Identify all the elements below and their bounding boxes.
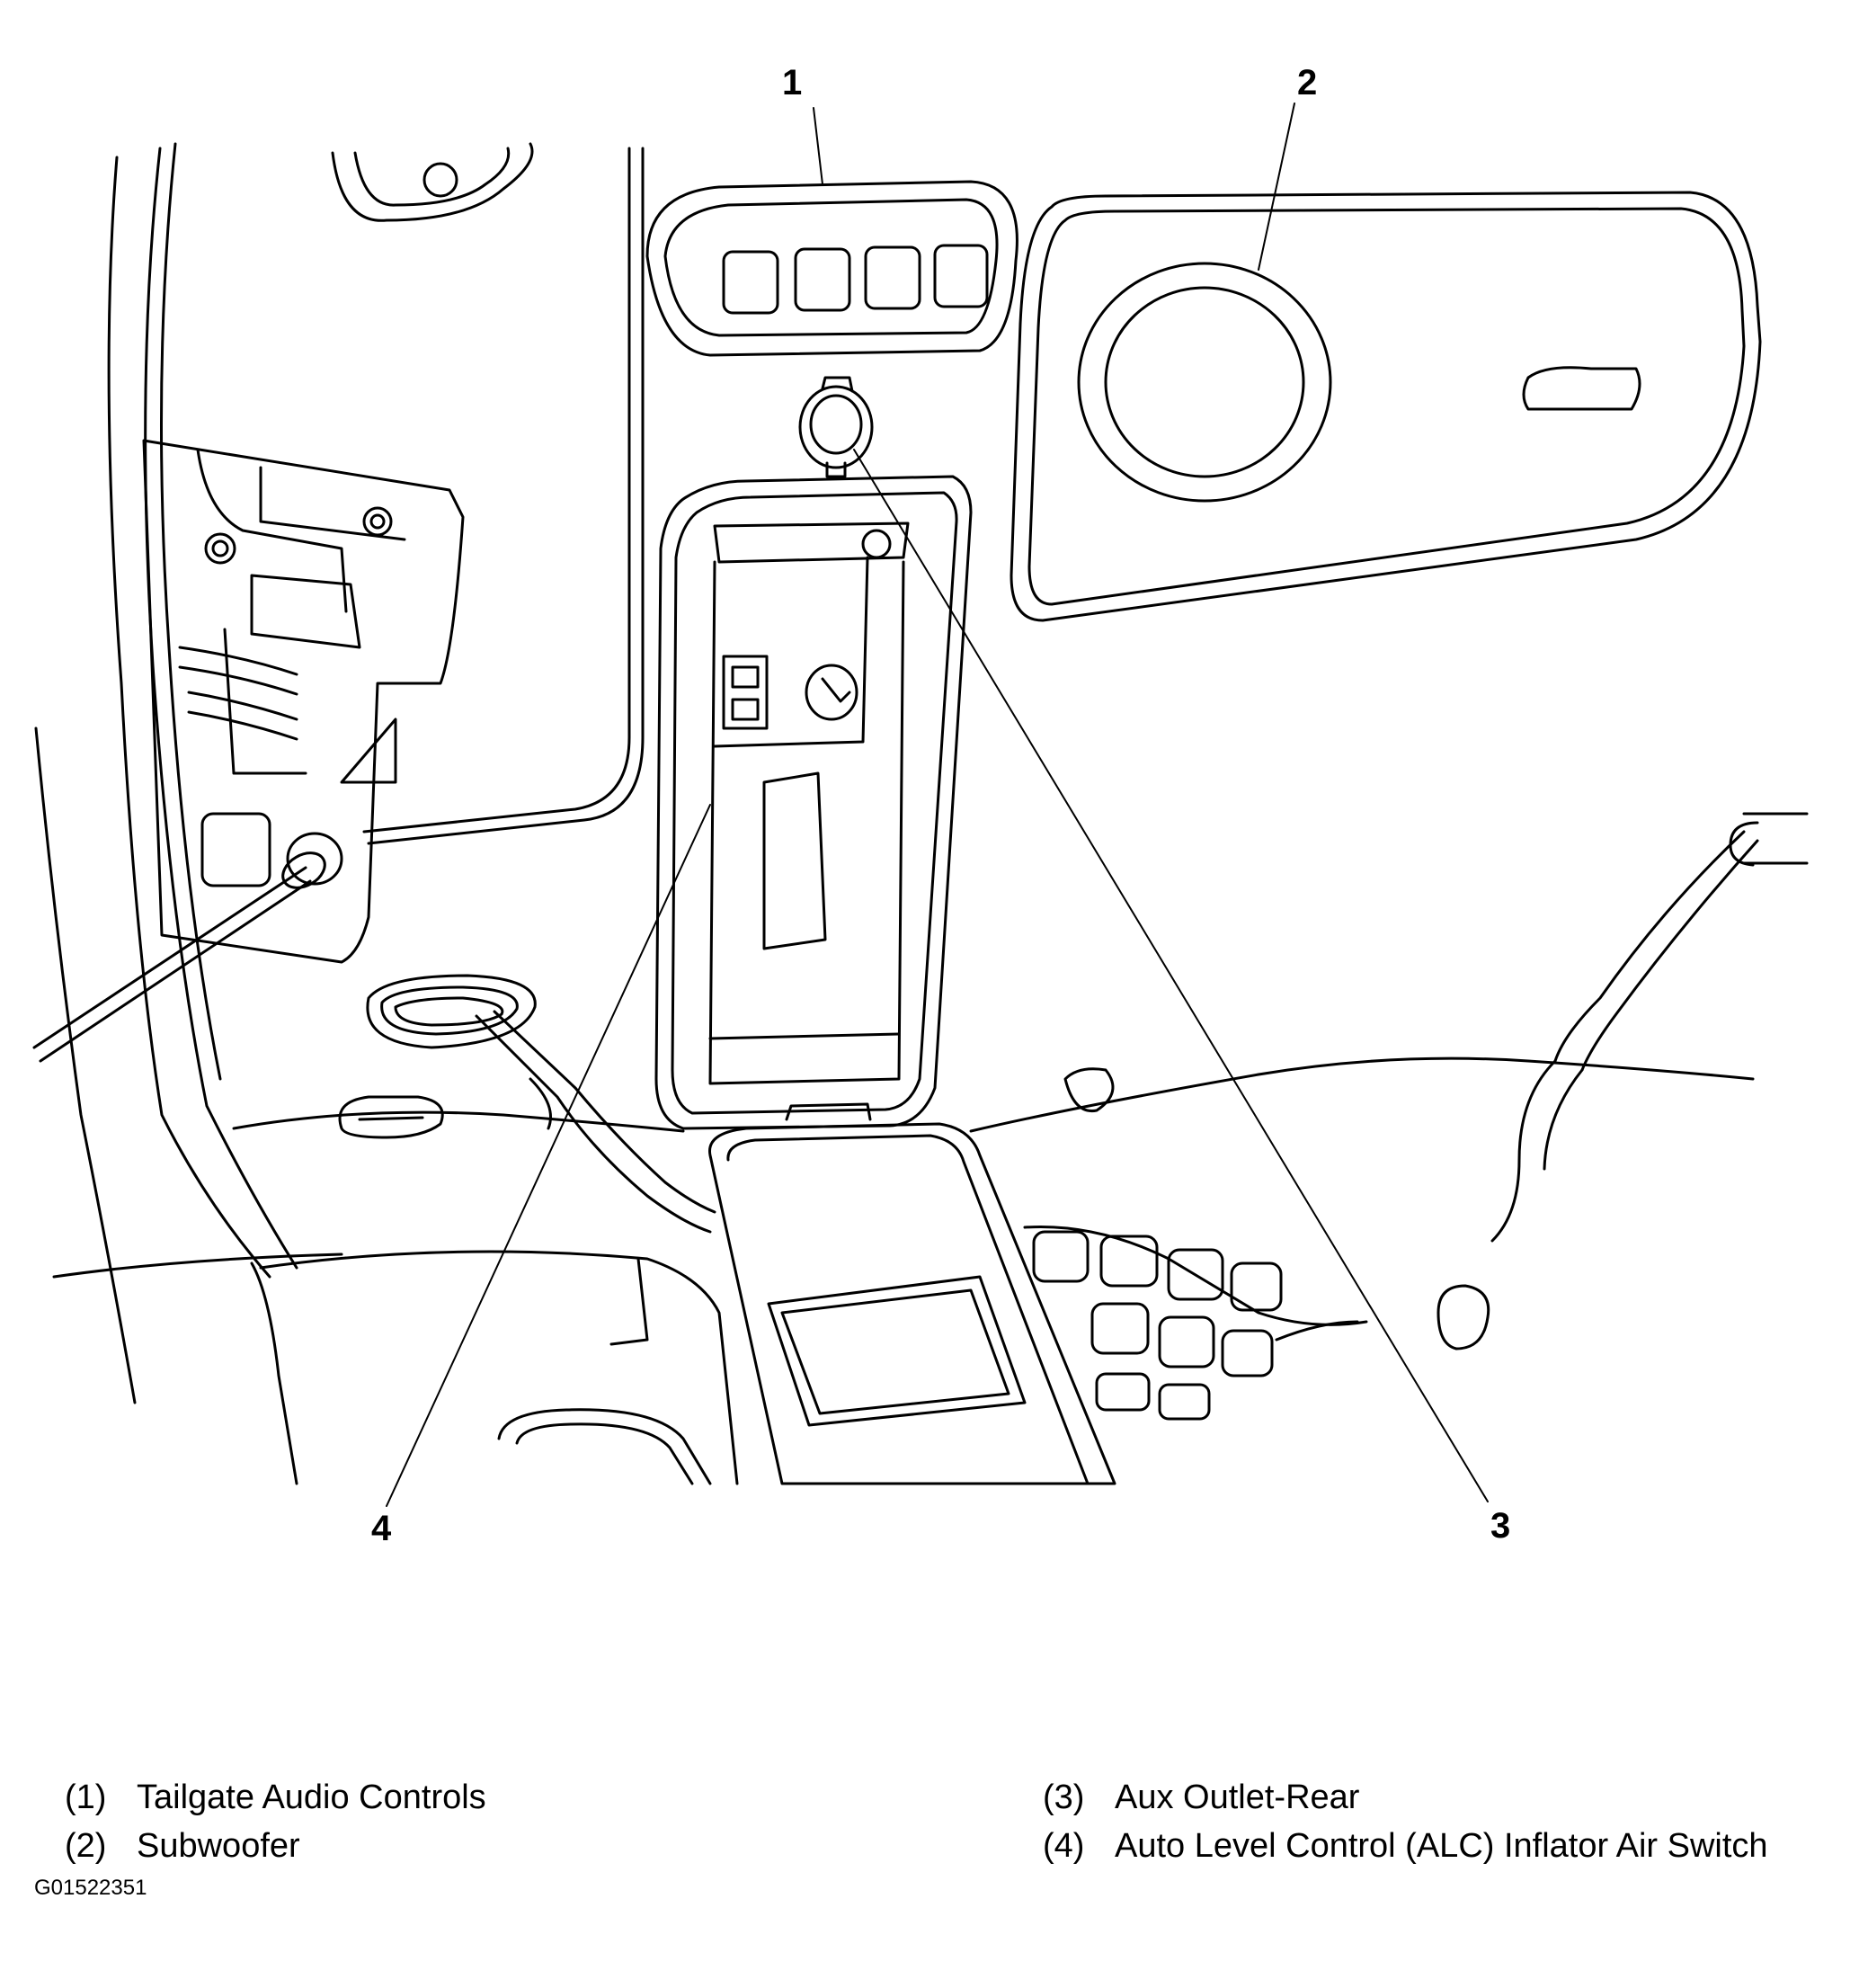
jack-handle: [32, 851, 326, 1063]
legend-item-4: (4) Auto Level Control (ALC) Inflator Air…: [1043, 1827, 1768, 1866]
cargo-floor: [52, 1056, 1755, 1485]
compartment-lid: [708, 1102, 1116, 1485]
aux-outlet: [798, 376, 874, 478]
cargo-area-line-drawing: [32, 103, 1809, 1507]
callout-3: 3: [1490, 1506, 1511, 1546]
callout-2: 2: [1297, 63, 1318, 103]
callout-4: 4: [371, 1509, 392, 1548]
cargo-net: [1023, 812, 1809, 1421]
legend-text: Subwoofer: [137, 1827, 300, 1865]
jack-bracket: [142, 439, 465, 964]
callout-1: 1: [782, 63, 803, 103]
leader-lines: [386, 103, 1489, 1507]
legend-text: Auto Level Control (ALC) Inflator Air Sw…: [1115, 1827, 1768, 1865]
alc-hose: [366, 974, 716, 1234]
figure-id: G01522351: [34, 1876, 147, 1900]
leader-2: [1258, 103, 1295, 271]
legend-text: Aux Outlet-Rear: [1115, 1779, 1360, 1816]
legend-item-3: (3) Aux Outlet-Rear: [1043, 1779, 1359, 1817]
legend-item-1: (1) Tailgate Audio Controls: [65, 1779, 486, 1817]
leader-3: [853, 449, 1489, 1502]
leader-4: [386, 804, 711, 1507]
leader-1: [813, 107, 823, 185]
legend-number: (4): [1043, 1827, 1085, 1865]
left-pillar: [34, 142, 298, 1404]
quarter-trim-panel: [331, 142, 645, 845]
legend-text: Tailgate Audio Controls: [137, 1779, 486, 1816]
subwoofer-panel: [1010, 191, 1762, 622]
legend-item-2: (2) Subwoofer: [65, 1827, 300, 1866]
legend-number: (2): [65, 1827, 107, 1865]
legend-number: (3): [1043, 1779, 1085, 1816]
tailgate-audio-controls: [645, 180, 1018, 357]
legend-number: (1): [65, 1779, 107, 1816]
alc-compartment: [654, 475, 973, 1130]
